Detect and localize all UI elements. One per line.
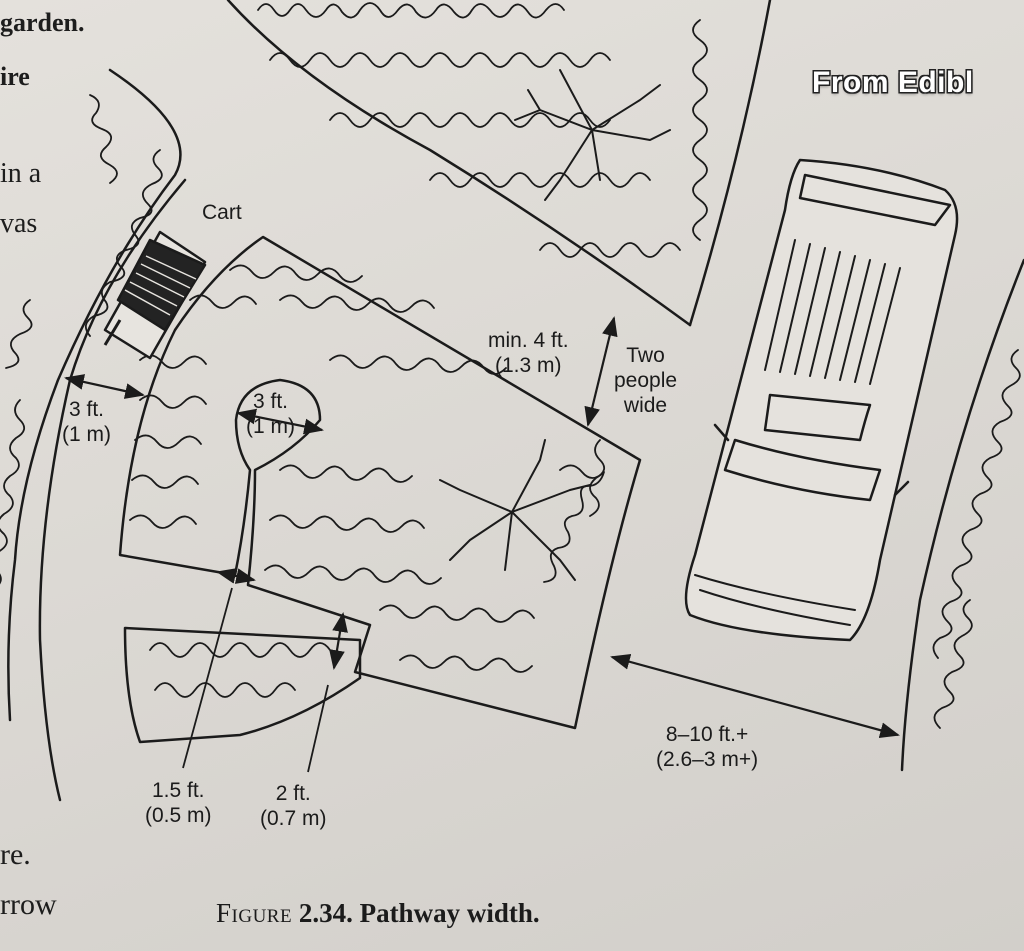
car-rear-window — [763, 393, 872, 442]
drive-path-label-line-1: 8–10 ft.+ — [665, 723, 749, 746]
two-people-label-line-1: Two — [626, 344, 665, 367]
narrow-path-label-line-1: 1.5 ft. — [151, 779, 205, 802]
min-path-label: min. 4 ft. (1.3 m) — [488, 328, 569, 378]
inner-path-edge — [38, 178, 187, 802]
top-bed-edge-right — [688, 0, 772, 327]
book-text-line-1: garden. — [0, 8, 85, 37]
min-path-label-line-2: (1.3 m) — [495, 354, 562, 377]
keyhole-label-line-1: 3 ft. — [252, 390, 289, 413]
right-road-edge — [900, 258, 1024, 772]
figure-word: Figure — [216, 898, 293, 928]
car-roof-panel — [798, 173, 952, 227]
book-text-line-4: vas — [0, 208, 38, 239]
narrow-path-label-line-2: (0.5 m) — [145, 804, 212, 827]
foliage — [0, 2, 1021, 729]
book-text-line-5: re. — [0, 838, 31, 871]
cart-illustration — [103, 230, 207, 360]
arrow-keyhole — [236, 408, 324, 435]
left-bed-outer-edge — [7, 68, 182, 722]
book-text-line-3: in a — [0, 158, 42, 189]
two-people-label-line-2: people — [614, 369, 678, 392]
arrow-drive — [610, 654, 900, 738]
figure-caption: Figure 2.34. Pathway width. — [216, 898, 540, 929]
drive-path-label-line-2: (2.6–3 m+) — [656, 748, 759, 771]
arrow-narrow-path — [216, 568, 256, 584]
left-path-label-line-1: 3 ft. — [68, 398, 105, 421]
keyhole-label-line-2: (1 m) — [246, 415, 295, 438]
leader-narrow — [182, 587, 233, 769]
dimension-arrows — [64, 316, 900, 773]
leader-bed — [307, 684, 329, 773]
figure-number: 2.34. — [298, 898, 353, 928]
lower-bed-outline — [123, 626, 362, 744]
bed-path-label-line-1: 2 ft. — [275, 782, 311, 805]
book-text-line-2: ire — [0, 62, 30, 91]
min-path-label-line-1: min. 4 ft. — [488, 329, 569, 352]
arrow-bed-path — [329, 612, 348, 670]
bed-path-label-line-2: (0.7 m) — [260, 807, 327, 830]
keyhole-bed — [118, 235, 642, 744]
bed-path-label: 2 ft. (0.7 m) — [260, 781, 327, 831]
figure-title: Pathway width. — [359, 898, 540, 928]
two-people-label-line-3: wide — [623, 394, 668, 417]
keyhole-bed-outline — [118, 235, 642, 730]
left-path-label: 3 ft. (1 m) — [62, 397, 111, 447]
car-bed-lines — [764, 239, 901, 385]
two-people-label: Two people wide — [614, 343, 677, 418]
left-path-label-line-2: (1 m) — [62, 423, 111, 446]
drive-path-label: 8–10 ft.+ (2.6–3 m+) — [656, 722, 758, 772]
keyhole-label: 3 ft. (1 m) — [246, 389, 295, 439]
overlay-source-text: From Edibl — [812, 66, 974, 99]
car-windshield — [723, 438, 882, 502]
cart-label: Cart — [202, 201, 242, 224]
tree-branches — [439, 69, 671, 581]
book-text-line-6: rrow — [0, 888, 57, 921]
car-illustration — [684, 158, 959, 642]
arrow-min-path — [584, 316, 618, 427]
arrow-left-path — [64, 374, 145, 399]
top-bed-edge-left — [226, 0, 692, 327]
narrow-path-label: 1.5 ft. (0.5 m) — [145, 778, 212, 828]
path-edges — [7, 0, 1024, 802]
